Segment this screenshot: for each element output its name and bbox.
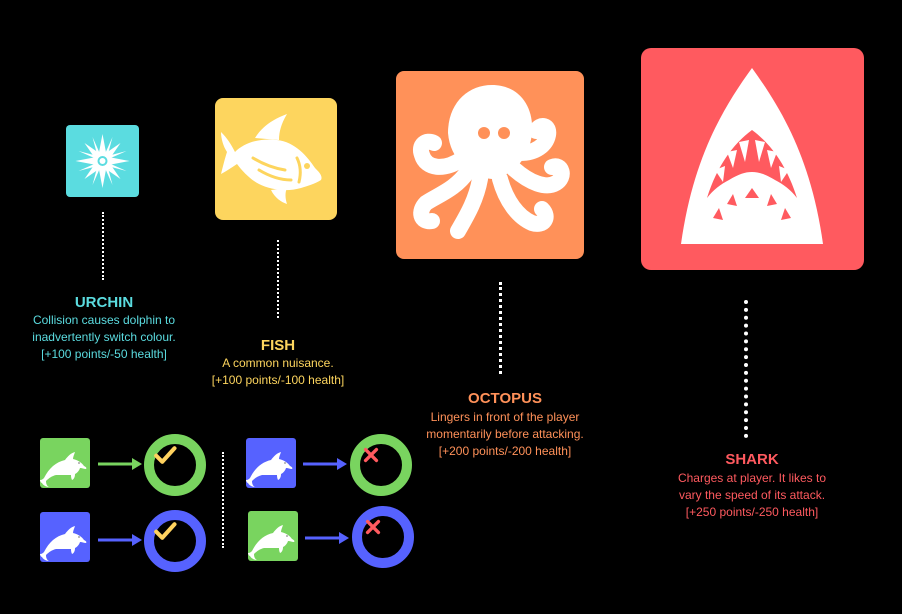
legend-mismatch-green-dolphin (248, 511, 298, 561)
legend-match-blue-arrow (98, 533, 142, 547)
fish-connector (277, 240, 279, 318)
urchin-connector (102, 212, 104, 280)
dolphin-icon (246, 438, 296, 488)
shark-icon (681, 68, 823, 244)
legend-divider (222, 452, 224, 548)
octopus-connector (499, 282, 502, 374)
legend-mismatch-green-arrow (305, 531, 349, 545)
legend-mismatch-green-target (350, 434, 412, 496)
legend-match-green-target (144, 434, 206, 496)
shark-title: SHARK (725, 451, 779, 468)
legend-mismatch-blue-arrow (303, 457, 347, 471)
legend-mismatch-blue-dolphin (246, 438, 296, 488)
shark-tile (641, 48, 864, 270)
urchin-description: Collision causes dolphin to inadvertentl… (32, 313, 176, 361)
octopus-description: Lingers in front of the player momentari… (426, 410, 584, 458)
urchin-tile (66, 125, 139, 197)
dolphin-icon (40, 438, 90, 488)
cross-icon (362, 516, 404, 558)
shark-connector (744, 300, 748, 438)
check-icon (154, 444, 196, 486)
urchin-icon (75, 134, 130, 188)
legend-match-blue-target (144, 510, 206, 572)
urchin-title: URCHIN (74, 294, 134, 311)
octopus-icon (413, 85, 570, 239)
dolphin-icon (248, 511, 298, 561)
shark-description: Charges at player. It likes to vary the … (677, 471, 827, 519)
legend-mismatch-blue-target (352, 506, 414, 568)
fish-tile (215, 98, 337, 220)
legend-match-green-arrow (98, 457, 142, 471)
cross-icon (360, 444, 402, 486)
fish-title: FISH (260, 337, 296, 354)
octopus-title: OCTOPUS (468, 390, 542, 407)
fish-icon (221, 114, 322, 204)
dolphin-icon (40, 512, 90, 562)
legend-match-green-dolphin (40, 438, 90, 488)
octopus-tile (396, 71, 584, 259)
fish-description: A common nuisance. [+100 points/-100 hea… (211, 356, 345, 387)
legend-match-blue-dolphin (40, 512, 90, 562)
check-icon (154, 520, 196, 562)
